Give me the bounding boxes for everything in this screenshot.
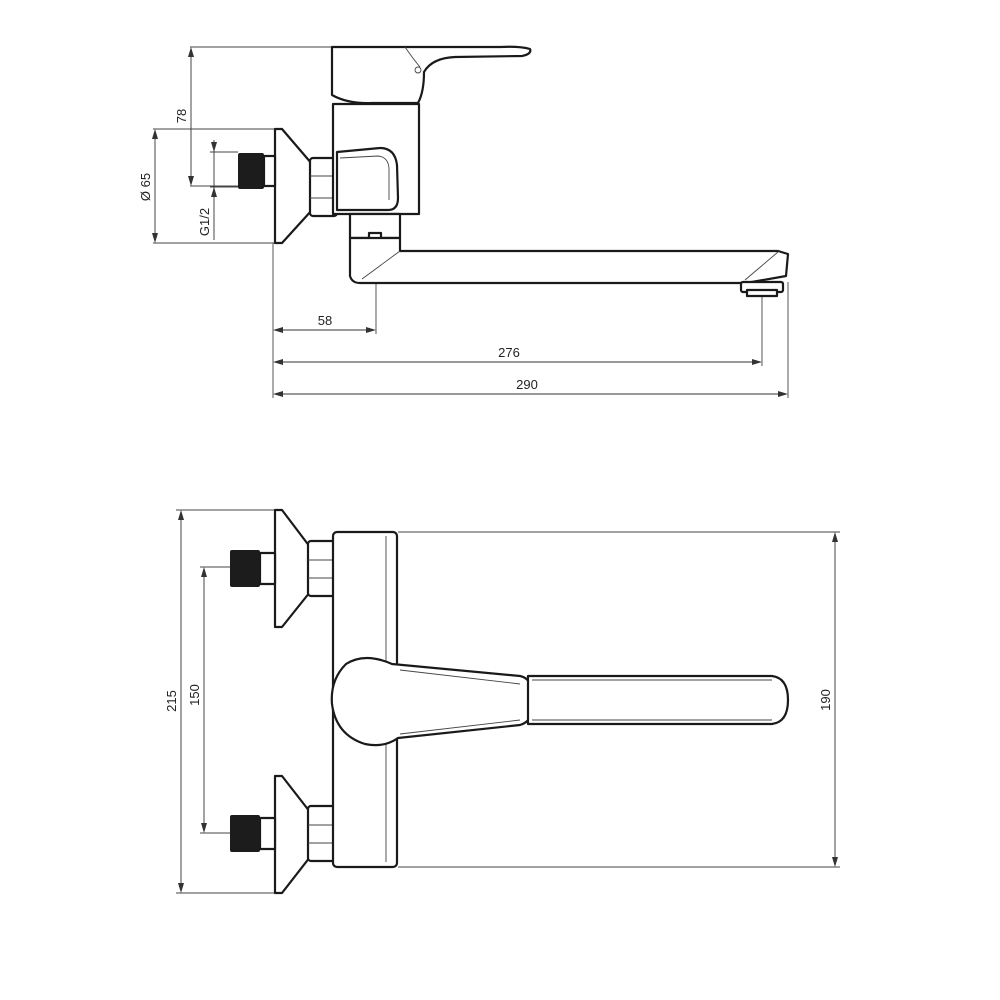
dim-290-label: 290 (516, 377, 538, 392)
side-spout (348, 212, 790, 298)
side-handle (330, 45, 532, 105)
dim-diameter-65: Ø 65 (138, 129, 158, 243)
dim-diameter-65-label: Ø 65 (138, 173, 153, 201)
side-threaded-inlet (238, 153, 277, 189)
dim-276-label: 276 (498, 345, 520, 360)
front-upper-flange (230, 508, 337, 629)
dim-58-label: 58 (318, 313, 332, 328)
front-extension-lines (176, 509, 840, 894)
dim-276: 276 (273, 345, 762, 365)
dim-190: 190 (818, 532, 838, 867)
front-view: 215 150 190 (164, 508, 840, 895)
front-lever-handle (330, 656, 790, 747)
dim-g12: G1/2 (197, 140, 217, 240)
front-lower-flange (230, 774, 337, 895)
dim-150: 150 (187, 567, 207, 833)
dim-190-label: 190 (818, 689, 833, 711)
dim-58: 58 (273, 313, 376, 333)
side-view: 78 Ø 65 G1/2 58 276 (138, 45, 790, 398)
dim-150-label: 150 (187, 684, 202, 706)
dim-215-label: 215 (164, 690, 179, 712)
dim-g12-label: G1/2 (197, 208, 212, 236)
dim-78: 78 (174, 47, 194, 186)
side-extension-lines (153, 46, 789, 398)
dim-290: 290 (273, 377, 788, 397)
dim-215: 215 (164, 510, 184, 893)
side-wall-flange (273, 127, 314, 245)
side-mixer-body (331, 102, 421, 216)
dim-78-label: 78 (174, 109, 189, 123)
